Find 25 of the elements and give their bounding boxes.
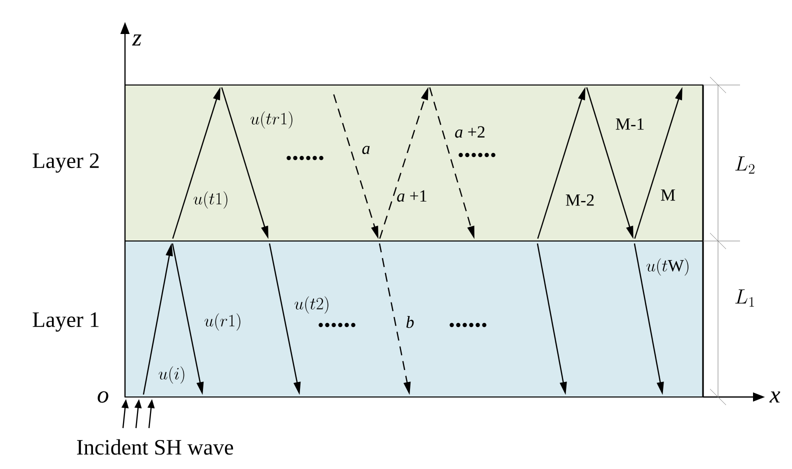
ellipsis: ...... <box>458 152 496 158</box>
wave-label: a <box>362 146 370 154</box>
ellipsis: ...... <box>318 322 356 328</box>
ellipsis: ...... <box>450 322 486 328</box>
ellipsis: ...... <box>286 156 324 160</box>
wave-label: M-2 <box>566 194 594 206</box>
wave-label: $u(t1)$ <box>194 191 228 209</box>
wave-label: $u(t\mathrm{W})$ <box>646 258 688 276</box>
wave-label: b <box>406 316 414 328</box>
dimension-label: $L_2$ <box>735 156 754 174</box>
axis-label: x <box>769 392 780 403</box>
wave-label: $u(i)$ <box>158 366 184 384</box>
wave-label: a +1 <box>397 190 426 202</box>
wave-label: M-1 <box>616 118 644 130</box>
wave-label: $u(t2)$ <box>294 296 328 314</box>
layer-label: Layer 1 <box>32 312 99 332</box>
origin-label: o <box>98 391 108 403</box>
wave-label: $u(tr1)$ <box>250 111 292 129</box>
caption-text: Incident SH wave <box>77 439 234 455</box>
wave-label: a +2 <box>455 126 484 138</box>
layer-label: Layer 2 <box>32 153 99 173</box>
wave-label: $u(r1)$ <box>204 313 240 331</box>
dimension-label: $L_1$ <box>735 289 754 307</box>
wave-label: M <box>660 189 676 201</box>
axis-label: z <box>132 34 142 46</box>
